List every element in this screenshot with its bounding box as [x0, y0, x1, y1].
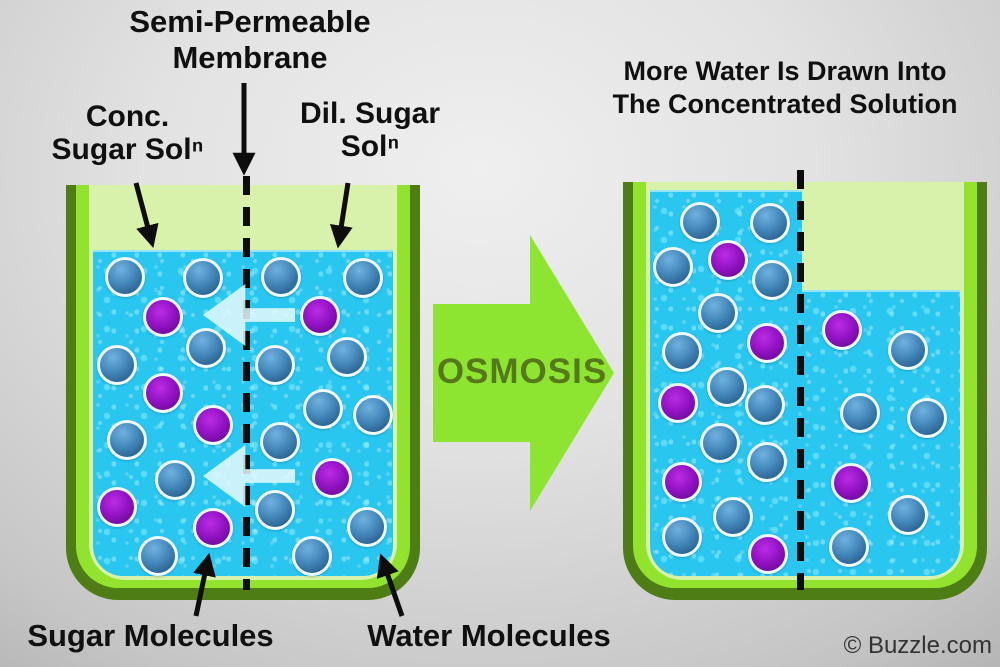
sugar-molecule [143, 373, 183, 413]
water-molecule [183, 258, 223, 298]
water-molecule [186, 328, 226, 368]
semi-permeable-membrane-label: Semi-Permeable Membrane [105, 4, 395, 76]
sugar-molecule [831, 463, 871, 503]
water-molecule [255, 345, 295, 385]
water-molecule [105, 257, 145, 297]
sugar-molecule [300, 296, 340, 336]
water-molecule [888, 330, 928, 370]
label-line: Membrane [172, 40, 328, 75]
result-caption: More Water Is Drawn Into The Concentrate… [575, 55, 995, 121]
sugar-molecule [822, 310, 862, 350]
water-molecule [662, 332, 702, 372]
water-molecule [303, 389, 343, 429]
osmosis-arrow-icon [433, 235, 614, 511]
label-line: The Concentrated Solution [612, 89, 958, 119]
sugar-molecules-label: Sugar Molecules [27, 618, 274, 653]
water-molecule [261, 257, 301, 297]
water-molecule [829, 527, 869, 567]
water-molecule [707, 367, 747, 407]
sugar-molecule [658, 383, 698, 423]
dil-sugar-solution-label: Dil. Sugar Solⁿ [275, 97, 465, 163]
label-line: Sugar Solⁿ [51, 133, 204, 166]
water-molecule [750, 203, 790, 243]
label-line: Solⁿ [340, 130, 400, 163]
sugar-molecule [312, 458, 352, 498]
osmosis-label: OSMOSIS [436, 352, 608, 391]
sugar-molecule [143, 297, 183, 337]
semi-permeable-membrane-line [243, 176, 250, 590]
label-line: More Water Is Drawn Into [623, 56, 947, 86]
label-line: Conc. [85, 100, 170, 133]
water-molecule [752, 260, 792, 300]
water-molecule [698, 293, 738, 333]
water-molecules-label: Water Molecules [367, 618, 611, 653]
water-molecule [713, 497, 753, 537]
conc-sugar-solution-label: Conc. Sugar Solⁿ [30, 100, 225, 166]
sugar-molecule [708, 240, 748, 280]
water-molecule [907, 398, 947, 438]
water-molecule [347, 507, 387, 547]
copyright-text: © Buzzle.com [843, 632, 992, 659]
sugar-molecule [193, 405, 233, 445]
water-molecule [662, 517, 702, 557]
water-molecule [888, 495, 928, 535]
water-molecule [700, 423, 740, 463]
sugar-molecule [97, 487, 137, 527]
semi-permeable-membrane-line [797, 170, 804, 590]
water-molecule [327, 337, 367, 377]
label-line: Semi-Permeable [129, 4, 371, 39]
water-molecule [343, 258, 383, 298]
water-molecule [107, 420, 147, 460]
water-molecule [745, 385, 785, 425]
water-molecule [138, 536, 178, 576]
sugar-molecule [193, 508, 233, 548]
sugar-molecule [662, 462, 702, 502]
water-molecule [255, 490, 295, 530]
water-molecule [260, 422, 300, 462]
water-molecule [680, 202, 720, 242]
water-molecule [97, 345, 137, 385]
water-molecule [653, 247, 693, 287]
water-molecule [353, 395, 393, 435]
sugar-molecule [747, 323, 787, 363]
label-line: Dil. Sugar [299, 97, 441, 130]
water-molecule [840, 393, 880, 433]
water-molecule [747, 442, 787, 482]
sugar-molecule [748, 534, 788, 574]
water-molecule [155, 460, 195, 500]
water-molecule [292, 536, 332, 576]
